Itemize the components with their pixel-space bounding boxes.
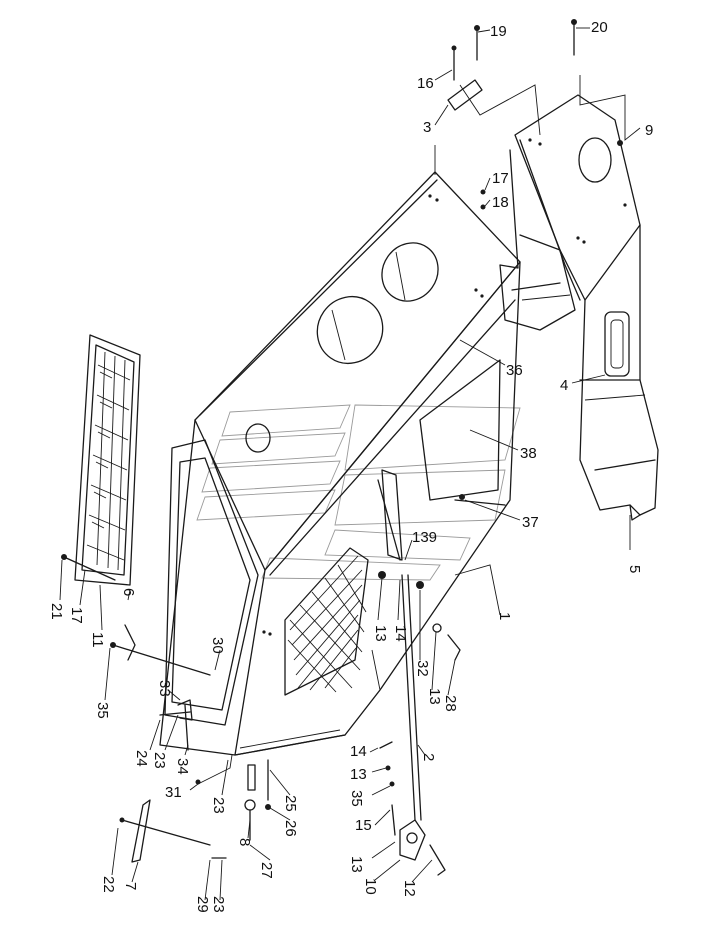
callout-15: 15 (355, 817, 372, 834)
callout-7: 7 (122, 882, 139, 890)
hardware (61, 19, 623, 876)
callout-11: 11 (89, 632, 106, 648)
callout-5: 5 (626, 565, 643, 573)
callout-4: 4 (560, 377, 568, 394)
callout-labels: 19 20 16 3 9 17 18 36 4 38 37 5 1 139 13… (48, 19, 653, 913)
callout-2: 2 (420, 753, 437, 761)
callout-23-mid: 23 (210, 797, 227, 814)
callout-12: 12 (401, 880, 418, 897)
callout-13-lower: 13 (350, 766, 367, 783)
callout-35-left: 35 (94, 702, 111, 719)
side-mesh (287, 555, 367, 693)
front-grille (74, 334, 141, 586)
callout-13-upper: 13 (372, 625, 389, 642)
callout-139: 139 (412, 529, 437, 546)
callout-17-left: 17 (68, 607, 85, 624)
grille-cells (86, 351, 131, 571)
callout-1: 1 (496, 612, 513, 620)
callout-14-upper: 14 (392, 625, 409, 642)
callout-20: 20 (591, 19, 608, 36)
callout-18: 18 (492, 194, 509, 211)
callout-31: 31 (165, 784, 182, 801)
callout-24: 24 (133, 750, 150, 767)
callout-9: 9 (645, 122, 653, 139)
callout-14-lower: 14 (350, 743, 367, 760)
callout-16: 16 (417, 75, 434, 92)
callout-3: 3 (423, 119, 431, 136)
main-body-panel (159, 171, 521, 756)
callout-17-top: 17 (492, 170, 509, 187)
callout-37: 37 (522, 514, 539, 531)
callout-13-right: 13 (426, 688, 443, 705)
callout-8: 8 (236, 838, 253, 846)
callout-22: 22 (100, 876, 117, 893)
callout-10: 10 (362, 878, 379, 895)
callout-25: 25 (282, 795, 299, 812)
callout-6: 6 (120, 588, 137, 596)
struts (377, 469, 506, 821)
callout-38: 38 (520, 445, 537, 462)
callout-23-left: 23 (151, 752, 168, 769)
callout-27: 27 (258, 862, 275, 879)
callout-30: 30 (209, 637, 226, 654)
door-handle (604, 311, 630, 377)
rear-panel (499, 94, 659, 521)
leader-lines (59, 27, 641, 901)
callout-32: 32 (414, 660, 431, 677)
callout-35-lower: 35 (348, 790, 365, 807)
callout-36: 36 (506, 362, 523, 379)
callout-19: 19 (490, 23, 507, 40)
background-watermark (196, 404, 521, 581)
callout-33: 33 (156, 680, 173, 697)
callout-34: 34 (174, 758, 191, 775)
callout-26: 26 (282, 820, 299, 837)
callout-23-bottom: 23 (210, 896, 227, 913)
callout-28: 28 (442, 695, 459, 712)
callout-13-bottom: 13 (348, 856, 365, 873)
callout-29: 29 (194, 896, 211, 913)
callout-21: 21 (48, 603, 65, 620)
